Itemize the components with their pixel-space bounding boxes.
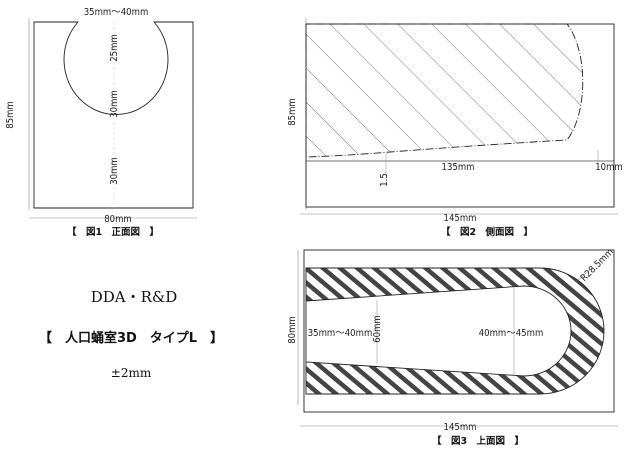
figure2-mid-dim: 135mm — [442, 162, 475, 173]
figure1-v-label-2: 30mm — [109, 90, 120, 118]
figure2-left-dim: 85mm — [287, 98, 298, 126]
figure1-top-dim: 35mm～40mm — [84, 7, 149, 18]
figure1-front-view: 35mm～40mm 85mm 80mm 25mm 30mm 30mm 【 図1 … — [5, 7, 197, 238]
figure3-radius-label: R28.5mm — [579, 247, 616, 284]
figure1-left-dim: 85mm — [5, 101, 16, 129]
figure3-radius-leader — [575, 267, 593, 283]
figure1-caption: 【 図1 正面図 】 — [67, 226, 159, 238]
tolerance-label: ±2mm — [111, 366, 152, 380]
figure1-v-label-1: 25mm — [109, 34, 120, 62]
info-block: DDA・R&D 【 人口蛹室3D タイプL 】 ±2mm — [39, 288, 223, 380]
figure3-caption: 【 図3 上面図 】 — [432, 435, 524, 447]
figure3-outline — [303, 249, 615, 413]
figure3-v-label: 60mm — [372, 315, 383, 343]
figure1-v-label-3: 30mm — [109, 157, 120, 185]
figure3-top-view: 80mm 35mm～40mm 60mm 40mm～45mm R28.5mm 14… — [287, 247, 618, 447]
figure2-cavity-outline — [305, 23, 584, 158]
figure3-right-label: 40mm～45mm — [479, 328, 544, 339]
figure3-bottom-dim: 145mm — [444, 422, 477, 433]
figure1-outline — [33, 21, 194, 209]
figure3-hatched-wall — [305, 267, 605, 395]
figure2-bottom-dim: 145mm — [444, 213, 477, 224]
figure3-left-dim: 80mm — [287, 316, 298, 344]
figure2-hatched-cavity — [306, 24, 583, 157]
figure2-right-dim: 10mm — [595, 162, 623, 173]
figure2-side-view: 85mm 135mm 10mm 1.5 145mm 【 図2 側面図 】 — [287, 18, 623, 238]
figure3-left-label: 35mm～40mm — [308, 328, 373, 339]
product-title: 【 人口蛹室3D タイプL 】 — [39, 330, 223, 346]
figure1-bottom-dim: 80mm — [104, 214, 132, 225]
company-name: DDA・R&D — [91, 288, 178, 306]
figure2-caption: 【 図2 側面図 】 — [441, 226, 533, 238]
figure2-small-dim: 1.5 — [379, 173, 390, 187]
